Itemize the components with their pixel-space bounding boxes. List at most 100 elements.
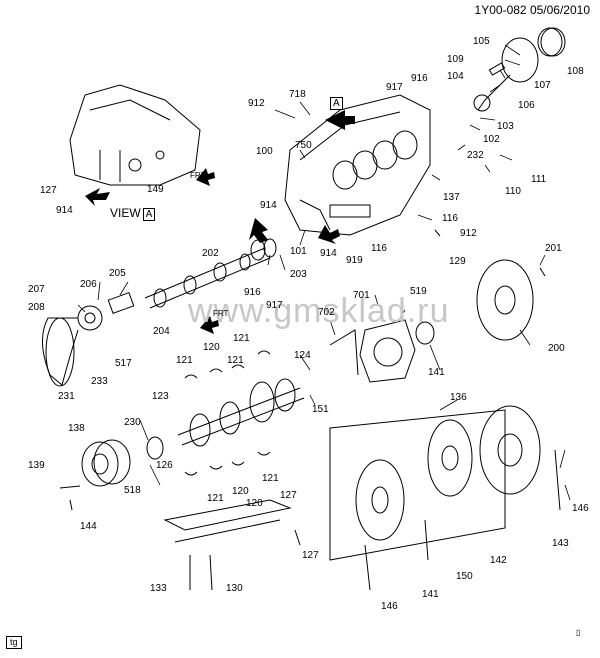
callout: 151 [312, 404, 329, 415]
crankshaft-drawing [178, 379, 304, 446]
callout: 202 [202, 248, 219, 259]
callout: 144 [80, 521, 97, 532]
diagram-date: 05/06/2010 [529, 3, 590, 17]
callout: 233 [91, 376, 108, 387]
callout: 917 [386, 82, 403, 93]
book-icon: ▯ [576, 628, 581, 637]
callout: 141 [428, 367, 445, 378]
camshaft-drawing [145, 239, 276, 308]
leader-lines [78, 45, 570, 500]
callout: 116 [371, 243, 387, 254]
direction-arrows [85, 110, 355, 334]
diagram-id-date: 1Y00-082 05/06/2010 [475, 3, 590, 17]
callout: 231 [58, 391, 75, 402]
callout: 519 [410, 286, 427, 297]
callout: 129 [449, 256, 466, 267]
engine-block-drawing [285, 95, 430, 235]
callout: 718 [289, 89, 306, 100]
callout: 203 [290, 269, 307, 280]
piston-assembly-drawing [474, 28, 565, 111]
callout: 102 [483, 134, 500, 145]
callout: 150 [456, 571, 473, 582]
bearing-shells-drawing [165, 351, 290, 542]
callout: 914 [56, 205, 73, 216]
callout: 121 [262, 473, 279, 484]
callout: 702 [318, 307, 335, 318]
callout: 123 [152, 391, 169, 402]
callout: 517 [115, 358, 132, 369]
callout: 116 [442, 213, 458, 224]
callout: 120 [246, 498, 263, 509]
callout: 207 [28, 284, 45, 295]
view-a-tag: A [330, 97, 343, 110]
callout: 121 [233, 333, 250, 344]
callout: 142 [490, 555, 507, 566]
callout: 518 [124, 485, 141, 496]
callout: 230 [124, 417, 141, 428]
callout: 912 [248, 98, 265, 109]
callout: 130 [226, 583, 243, 594]
balancer-drawing [82, 437, 163, 486]
callout: 126 [156, 460, 173, 471]
timing-chain-drawing [42, 293, 133, 386]
callout: 139 [28, 460, 45, 471]
frt-tag: FRT [213, 309, 229, 318]
callout: 133 [150, 583, 167, 594]
callout: 205 [109, 268, 126, 279]
callout: 127 [302, 550, 319, 561]
callout: 208 [28, 302, 45, 313]
callout: 750 [295, 140, 312, 151]
callout: 701 [353, 290, 370, 301]
fastener-drawings [60, 230, 560, 590]
callout: 914 [320, 248, 337, 259]
callout: 120 [232, 486, 249, 497]
rear-cover-drawing [330, 320, 434, 382]
callout: 104 [447, 71, 464, 82]
callout: 232 [467, 150, 484, 161]
callout: 146 [381, 601, 398, 612]
corner-tag: tg [6, 636, 22, 649]
callout: 916 [411, 73, 428, 84]
callout: 101 [290, 246, 307, 257]
callout: 914 [260, 200, 277, 211]
callout: 141 [422, 589, 439, 600]
callout: 200 [548, 343, 565, 354]
flexplate-drawing [477, 260, 533, 340]
callout: 108 [567, 66, 584, 77]
callout: 127 [280, 490, 297, 501]
callout: 138 [68, 423, 85, 434]
diagram-id: 1Y00-082 [474, 3, 527, 17]
callout: 120 [203, 342, 220, 353]
callout: 204 [153, 326, 170, 337]
callout: 201 [545, 243, 562, 254]
callout: 100 [256, 146, 273, 157]
callout: 124 [294, 350, 311, 361]
flywheel-clutch-drawing [330, 406, 540, 560]
callout: 912 [460, 228, 477, 239]
callout: 111 [531, 174, 547, 185]
callout: 137 [443, 192, 460, 203]
callout: 110 [505, 186, 521, 197]
frt-tag: FRT [190, 171, 206, 180]
callout: 206 [80, 279, 97, 290]
callout: 121 [227, 355, 244, 366]
callout: 121 [207, 493, 224, 504]
callout: 109 [447, 54, 464, 65]
callout: 917 [266, 300, 283, 311]
callout: 105 [473, 36, 490, 47]
callout: 106 [518, 100, 535, 111]
callout: 136 [450, 392, 467, 403]
callout: 149 [147, 184, 164, 195]
callout: 121 [176, 355, 193, 366]
callout: 127 [40, 185, 57, 196]
callout: 107 [534, 80, 551, 91]
watermark: www.gmsklad.ru [188, 292, 450, 330]
callout: 143 [552, 538, 569, 549]
callout: 919 [346, 255, 363, 266]
view-a-block-drawing [70, 85, 200, 185]
callout: 103 [497, 121, 514, 132]
callout: 916 [244, 287, 261, 298]
